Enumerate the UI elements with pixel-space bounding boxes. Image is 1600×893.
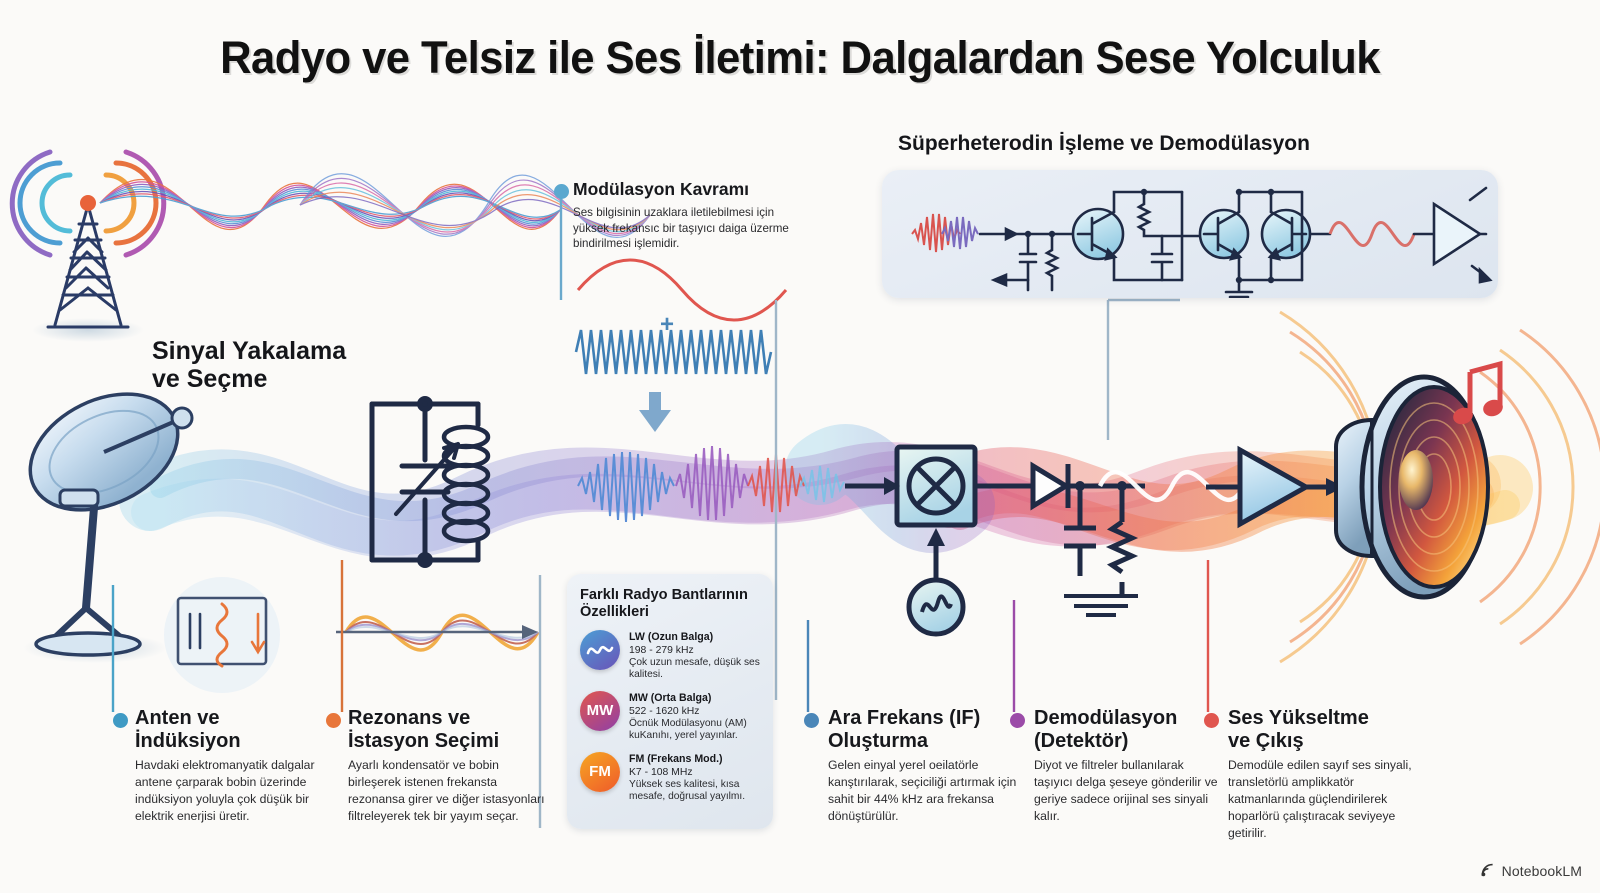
- signal-capture-heading-line2: ve Seçme: [152, 365, 268, 393]
- callout-dot-modulation: [554, 184, 569, 199]
- callout-body-rezonans: Ayarlı kondensatör ve bobin birleşerek i…: [348, 758, 545, 823]
- callout-title-anten-line2: İndüksiyon: [135, 729, 241, 752]
- variable-capacitor-coil-icon: [369, 396, 491, 568]
- callout-dot-ses-yukseltme: [1204, 713, 1219, 728]
- callout-modulation: Modülasyon Kavramı Ses bilgisinin uzakla…: [554, 179, 798, 252]
- callout-title-rezonans-line2: İstasyon Seçimi: [348, 729, 500, 752]
- radio-band-description: Yüksek ses kalitesi, kısa mesafe, doğrus…: [629, 778, 746, 803]
- callout-title-demodulasyon-line1: Demodülasyon: [1034, 707, 1178, 729]
- callout-ara-frekans: Ara Frekans (IF) Oluşturma Gelen einyal …: [804, 707, 1024, 825]
- callout-title-ses-yukseltme: Ses Yükseltme ve Çıkış: [1228, 707, 1433, 752]
- callout-body-ses-yukseltme: Demodüle edilen sayıf ses sinyali, trans…: [1228, 758, 1412, 840]
- superheterodyne-circuit-panel: [882, 170, 1498, 299]
- mixer-x-icon: [894, 444, 978, 528]
- callout-title-modulation: Modülasyon Kavramı: [573, 179, 750, 199]
- callout-title-ses-yukseltme-line2: ve Çıkış: [1228, 729, 1304, 752]
- radio-bands-title: Farklı Radyo Bantlarının Özellikleri: [580, 587, 748, 620]
- callout-title-anten: Anten ve İndüksiyon: [135, 707, 340, 752]
- em-wave-bundle: [99, 173, 651, 239]
- signal-capture-heading: Sinyal Yakalama ve Seçme: [152, 337, 346, 393]
- callout-title-ara-frekans-line2: Oluşturma: [828, 729, 929, 752]
- loudspeaker-icon: [1334, 374, 1490, 600]
- sine-wave-icon: [580, 629, 620, 670]
- diode-detector-icon: [977, 461, 1145, 617]
- radio-tower-icon: [9, 149, 167, 342]
- radio-band-frequency: 198 - 279 kHz: [629, 644, 694, 656]
- callout-body-demodulasyon: Diyot ve filtreler bullanılarak taşıyıcı…: [1034, 758, 1218, 823]
- radio-band-frequency: 522 - 1620 kHz: [629, 705, 700, 717]
- callout-demodulasyon: Demodülasyon (Detektör) Diyot ve filtrel…: [1010, 707, 1224, 825]
- callout-title-ara-frekans: Ara Frekans (IF) Oluşturma: [828, 707, 1024, 752]
- radio-band-frequency: K7 - 108 MHz: [629, 766, 693, 778]
- radio-band-name: MW (Orta Balga): [629, 691, 712, 704]
- callout-ses-yukseltme: Ses Yükseltme ve Çıkış Demodüle edilen s…: [1204, 707, 1433, 841]
- callout-rezonans-ve-istasyon-secimi: Rezonans ve İstasyon Seçimi Ayarlı konde…: [326, 707, 548, 825]
- callout-title-ses-yukseltme-line1: Ses Yükseltme: [1228, 707, 1369, 729]
- notebooklm-label: NotebookLM: [1501, 862, 1582, 879]
- callout-title-demodulasyon: Demodülasyon (Detektör): [1034, 707, 1224, 752]
- radio-band-name: FM (Frekans Mod.): [629, 752, 723, 765]
- music-notes-icon: [1453, 360, 1503, 425]
- induction-inset-icon: [164, 577, 280, 693]
- superheterodyne-heading: Süperheterodin İşleme ve Demodülasyon: [898, 132, 1310, 155]
- notebooklm-icon: [1481, 863, 1493, 877]
- callout-title-rezonans: Rezonans ve İstasyon Seçimi: [348, 707, 548, 752]
- page-title: Radyo ve Telsiz ile Ses İletimi: Dalgala…: [220, 32, 1380, 83]
- circuit-schematic: [911, 186, 1493, 299]
- callout-dot-ara-frekans: [804, 713, 819, 728]
- audio-sine-wave: [1097, 469, 1247, 503]
- callout-body-ara-frekans: Gelen einyal yerel oeilatörle kanştırıla…: [828, 758, 1017, 823]
- callout-title-ara-frekans-line1: Ara Frekans (IF): [828, 707, 981, 729]
- callout-body-modulation: Ses bilgisinin uzaklara iletilebilmesi i…: [573, 205, 789, 251]
- amplifier-triangle-icon: [1206, 445, 1344, 529]
- notebooklm-watermark: NotebookLM: [1479, 862, 1582, 879]
- callout-title-rezonans-line1: Rezonans ve: [348, 707, 471, 729]
- radio-band-description: Öcnük Modülasyonu (AM) kuKanıhı, yerel y…: [629, 717, 747, 742]
- fm-badge: FM: [580, 751, 620, 792]
- callout-body-anten: Havdaki elektromanyatik dalgalar antene …: [135, 758, 315, 823]
- callout-dot-demodulasyon: [1010, 713, 1025, 728]
- signal-capture-heading-line1: Sinyal Yakalama: [152, 337, 347, 365]
- callout-dot-anten: [113, 713, 128, 728]
- resonance-waves: [336, 613, 540, 652]
- mixer-input-arrow-icon: [845, 477, 900, 495]
- mw-badge: MW: [580, 690, 620, 731]
- callout-title-demodulasyon-line2: (Detektör): [1034, 729, 1129, 752]
- radio-band-description: Çok uzun mesafe, düşük ses kalitesi.: [629, 656, 760, 681]
- callout-title-anten-line1: Anten ve: [135, 707, 220, 729]
- radio-bands-panel: Farklı Radyo Bantlarının Özellikleri LW …: [567, 574, 773, 829]
- callout-anten-ve-induksiyon: Anten ve İndüksiyon Havdaki elektromanya…: [113, 707, 340, 825]
- modulation-waves-icon: +: [574, 258, 788, 432]
- callout-connectors: [111, 190, 1210, 828]
- local-oscillator-icon: [906, 528, 966, 637]
- radio-band-name: LW (Ozun Balga): [629, 630, 714, 643]
- callout-dot-rezonans: [326, 713, 341, 728]
